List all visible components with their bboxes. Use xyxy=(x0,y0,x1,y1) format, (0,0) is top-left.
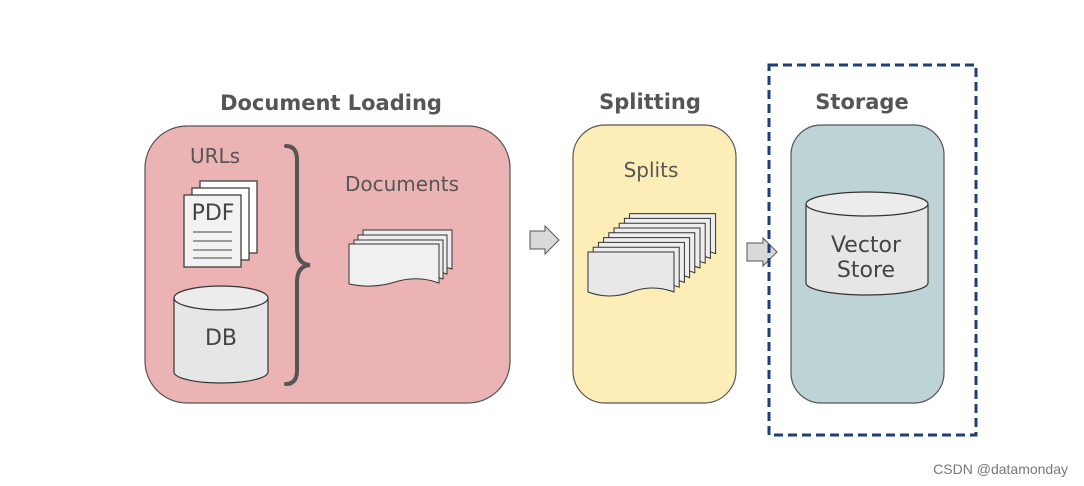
storage-highlight-frame xyxy=(767,63,978,437)
db-label: DB xyxy=(205,326,237,351)
split-page xyxy=(587,251,675,297)
splitting-section: Splitting Splits xyxy=(572,90,737,404)
grouping-brace xyxy=(284,144,311,386)
urls-label: URLs xyxy=(190,144,240,168)
vector-store-icon: Vector Store xyxy=(805,191,929,296)
arrow-splitting-to-storage xyxy=(746,236,778,268)
storage-section: Storage Vector Store xyxy=(767,63,978,437)
vector-store-label-line1: Vector xyxy=(831,233,902,258)
splits-stack-icon xyxy=(587,213,717,297)
pdf-label: PDF xyxy=(192,201,235,226)
document-loading-section: Document Loading URLs PDF DB Documents xyxy=(144,91,511,404)
storage-title: Storage xyxy=(815,90,908,114)
database-icon: DB xyxy=(173,285,269,384)
pdf-document-icon: PDF xyxy=(183,180,258,268)
arrow-loading-to-splitting xyxy=(529,224,560,256)
document-loading-title: Document Loading xyxy=(220,91,442,115)
splitting-title: Splitting xyxy=(599,90,701,114)
documents-label: Documents xyxy=(345,172,459,196)
documents-stack-icon xyxy=(348,229,453,287)
vector-store-label-line2: Store xyxy=(837,258,895,283)
watermark-text: CSDN @datamonday xyxy=(933,461,1068,477)
splits-label: Splits xyxy=(624,158,679,182)
